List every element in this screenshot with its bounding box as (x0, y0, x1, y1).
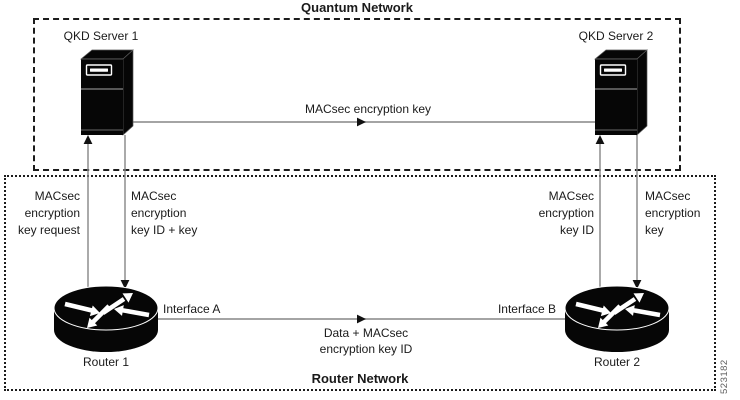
up-arrowhead-right (595, 135, 605, 144)
router-network-title: Router Network (311, 371, 409, 386)
router-link-label: Data + MACsec encryption key ID (319, 326, 413, 356)
down-arrowhead-right (632, 280, 642, 289)
qkd-server-2-label: QKD Server 2 (578, 29, 654, 43)
down-arrowhead-left (120, 280, 130, 289)
server-tower-shape (594, 49, 648, 136)
qkd-server-1-icon (80, 49, 134, 136)
qkd-server-1-label: QKD Server 1 (63, 29, 139, 43)
router-1-label: Router 1 (82, 355, 130, 369)
server-drive-slot (599, 64, 627, 76)
key-id-label: MACsec encryption key ID (538, 189, 594, 237)
key-id-plus-key-label: MACsec encryption key ID + key (131, 189, 198, 237)
arrowheads (83, 117, 642, 324)
router-arrows (64, 293, 150, 328)
key-request-label: MACsec encryption key request (17, 189, 80, 237)
router-2-label: Router 2 (593, 355, 641, 369)
quantum-network-title: Quantum Network (301, 0, 413, 15)
interface-a-label: Interface A (163, 302, 221, 316)
server-tower-shape (80, 49, 134, 136)
qkd-server-2-icon (594, 49, 648, 136)
right-arrowhead-server-link (357, 117, 366, 127)
interface-b-label: Interface B (497, 302, 556, 316)
up-arrowhead-left (83, 135, 93, 144)
router-2-icon (564, 285, 670, 352)
key-label: MACsec encryption key (645, 189, 701, 237)
figure-id: 523182 (719, 359, 730, 394)
router-arrows (575, 293, 661, 328)
right-arrowhead-router-link (357, 314, 366, 324)
router-cylinder (53, 285, 159, 352)
router-network-boundary (4, 175, 716, 391)
server-drive-slot (85, 64, 113, 76)
router-1-icon (53, 285, 159, 352)
server-link-label: MACsec encryption key (304, 102, 432, 116)
quantum-network-boundary (33, 18, 681, 171)
router-cylinder (564, 285, 670, 352)
